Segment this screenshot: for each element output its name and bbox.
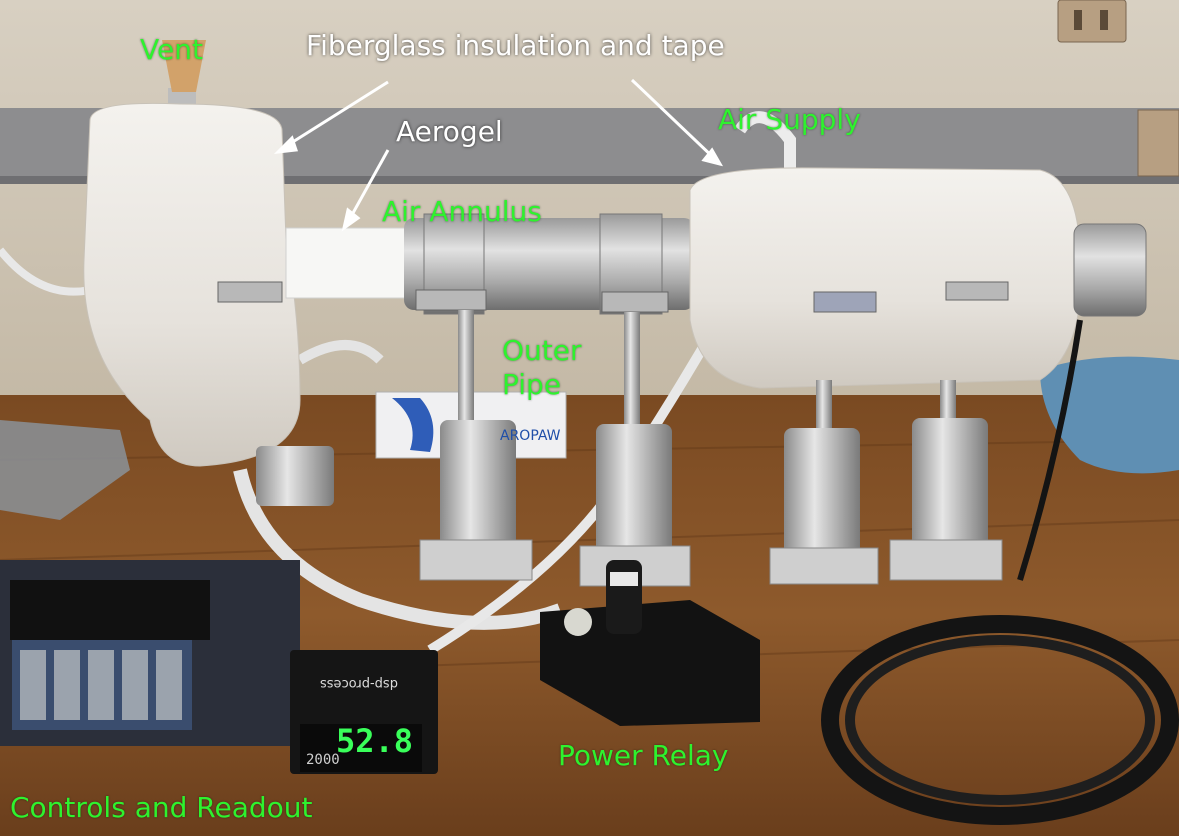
- cable-coil: [821, 615, 1179, 825]
- controls-rack: [0, 560, 300, 746]
- aerogel-section: [285, 227, 413, 299]
- wall-outlet: [1137, 109, 1179, 177]
- blue-cloth: [1040, 356, 1179, 474]
- power-relay-box: [540, 600, 760, 726]
- load-cells: [256, 418, 1003, 587]
- insulated-air-supply: [689, 167, 1082, 389]
- insulated-elbow: [83, 102, 301, 467]
- end-fitting: [1073, 223, 1147, 317]
- switch-plate: [1057, 0, 1127, 43]
- vent-cork: [162, 40, 206, 92]
